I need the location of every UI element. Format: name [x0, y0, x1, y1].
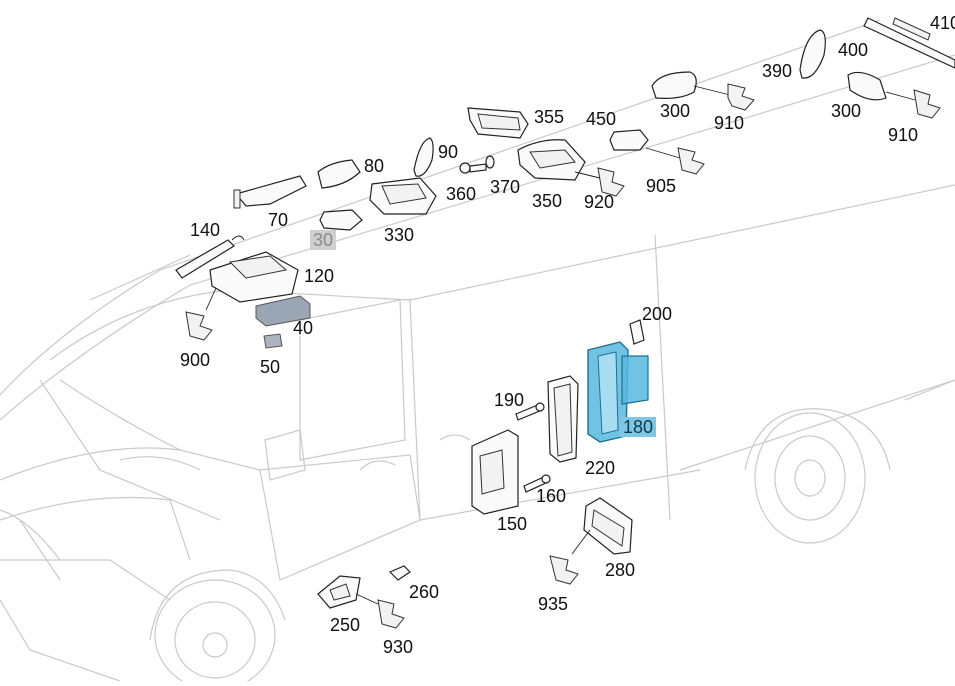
module-120-part	[185, 251, 299, 341]
clip-50-part	[263, 333, 283, 349]
callout-250[interactable]: 250	[330, 615, 361, 635]
lamp-90-part	[413, 137, 434, 177]
lamp-280-part	[549, 497, 633, 585]
callout-190[interactable]: 190	[494, 390, 525, 410]
lamp-300b-part	[847, 71, 941, 119]
screw-160-part	[523, 474, 551, 493]
van-outline	[0, 19, 955, 686]
socket-260-part	[388, 565, 411, 581]
callout-400[interactable]: 400	[838, 40, 869, 60]
callout-900[interactable]: 900	[180, 350, 211, 370]
tray-355-part	[467, 107, 529, 139]
callout-300[interactable]: 300	[660, 101, 691, 121]
lamp-300-part	[651, 71, 755, 111]
lens-80-part	[317, 159, 361, 189]
switch-450-part	[609, 129, 705, 175]
switch-30-part	[319, 209, 363, 231]
callout-300-b[interactable]: 300	[831, 101, 862, 121]
box-40-part	[255, 295, 311, 327]
callout-350[interactable]: 350	[532, 191, 563, 211]
handle-180-part	[587, 341, 649, 443]
screw-360-part	[459, 155, 495, 174]
callout-220[interactable]: 220	[585, 458, 616, 478]
callout-930[interactable]: 930	[383, 637, 414, 657]
callout-150[interactable]: 150	[497, 514, 528, 534]
callout-260[interactable]: 260	[409, 582, 440, 602]
callout-80[interactable]: 80	[364, 156, 385, 176]
lamp-70-part	[233, 175, 307, 209]
callout-160[interactable]: 160	[536, 486, 567, 506]
callout-30[interactable]: 30	[310, 230, 337, 250]
callout-370[interactable]: 370	[490, 177, 521, 197]
callout-120[interactable]: 120	[304, 266, 335, 286]
callout-70[interactable]: 70	[268, 210, 289, 230]
callout-50[interactable]: 50	[260, 357, 281, 377]
lamp-250-part	[317, 575, 405, 629]
gasket-220-part	[547, 375, 579, 463]
bracket-200-part	[629, 319, 645, 345]
callout-140[interactable]: 140	[190, 220, 221, 240]
callout-390[interactable]: 390	[762, 61, 793, 81]
callout-355[interactable]: 355	[534, 107, 565, 127]
callout-905[interactable]: 905	[646, 176, 677, 196]
callout-360[interactable]: 360	[446, 184, 477, 204]
callout-410[interactable]: 410	[930, 13, 955, 33]
callout-200[interactable]: 200	[642, 304, 673, 324]
housing-330-part	[369, 177, 437, 215]
callout-910-b[interactable]: 910	[888, 125, 919, 145]
screw-190-part	[515, 402, 545, 421]
callout-920[interactable]: 920	[584, 192, 615, 212]
console-350-part	[517, 139, 625, 197]
callout-90[interactable]: 90	[438, 142, 459, 162]
callout-280[interactable]: 280	[605, 560, 636, 580]
rod-140-part	[175, 235, 245, 279]
lamp-390-part	[799, 29, 826, 79]
callout-450[interactable]: 450	[586, 109, 617, 129]
callout-910[interactable]: 910	[714, 113, 745, 133]
callout-330[interactable]: 330	[384, 225, 415, 245]
roof-rail-part	[863, 17, 955, 69]
callout-935[interactable]: 935	[538, 594, 569, 614]
callout-40[interactable]: 40	[293, 318, 314, 338]
latch-150-part	[471, 429, 519, 515]
callout-180[interactable]: 180	[620, 417, 657, 437]
